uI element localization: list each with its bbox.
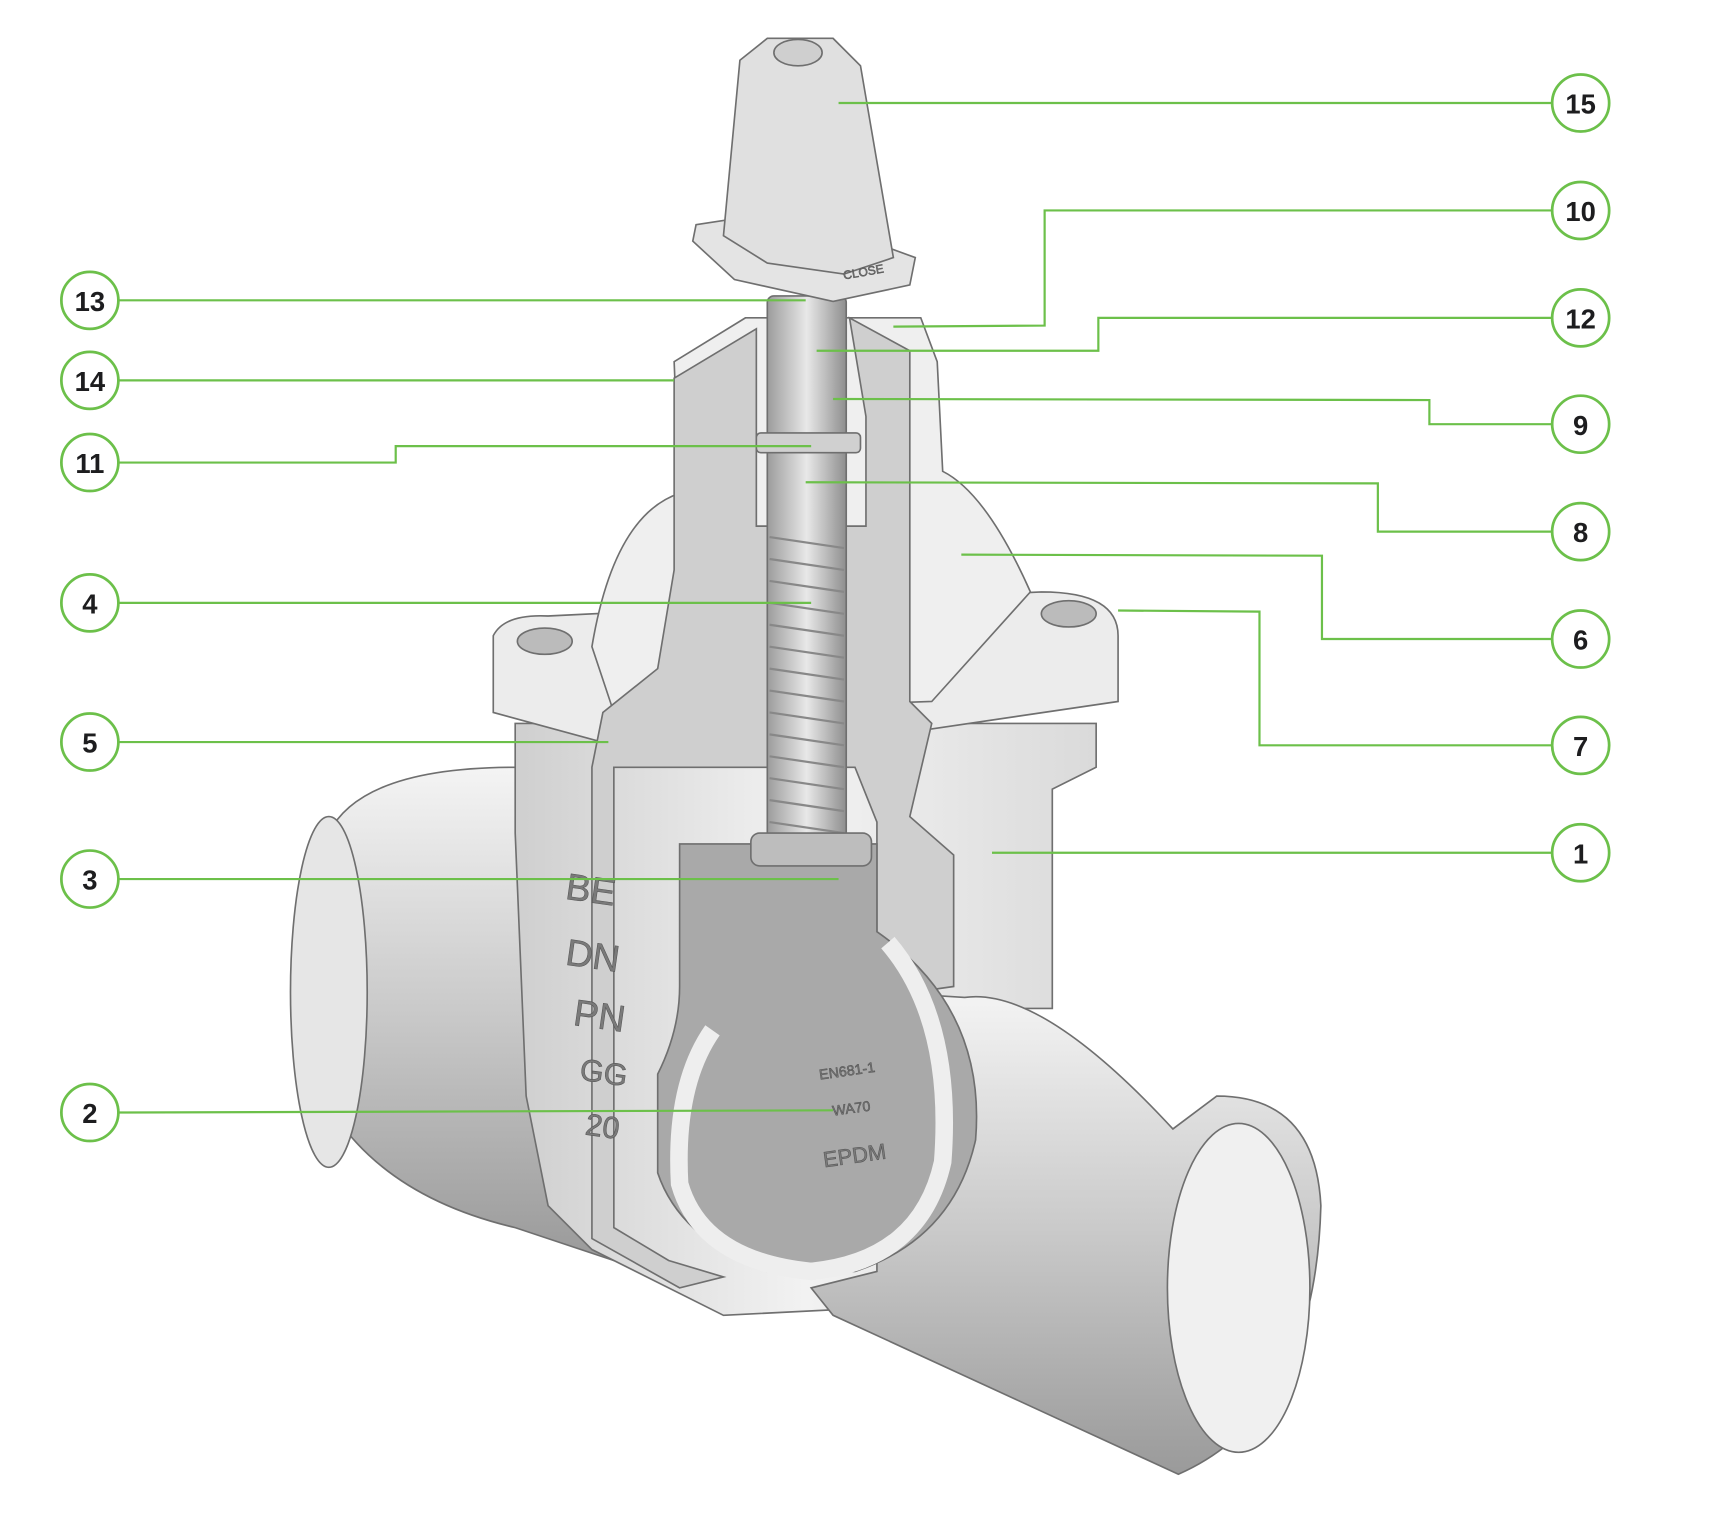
svg-text:9: 9 xyxy=(1573,410,1588,441)
operating-cap xyxy=(722,37,895,275)
callout-9: 9 xyxy=(1550,394,1611,455)
leader-2 xyxy=(118,1109,834,1114)
body-emboss-1: BE xyxy=(563,865,618,914)
callout-8: 8 xyxy=(1550,501,1611,562)
leader-6 xyxy=(961,553,1553,641)
callout-2: 2 xyxy=(60,1082,120,1143)
svg-text:11: 11 xyxy=(75,448,104,479)
callout-5: 5 xyxy=(60,712,120,772)
callout-4: 4 xyxy=(60,572,120,633)
svg-text:6: 6 xyxy=(1573,625,1588,656)
body-emboss-5: 20 xyxy=(583,1107,622,1146)
svg-text:5: 5 xyxy=(82,728,97,759)
callout-7: 7 xyxy=(1550,715,1611,776)
svg-text:14: 14 xyxy=(75,366,106,397)
callout-1: 1 xyxy=(1550,822,1611,883)
wedge-seal xyxy=(670,936,954,1281)
leader-9 xyxy=(833,397,1553,426)
leader-12 xyxy=(816,316,1553,352)
svg-text:1: 1 xyxy=(1573,838,1588,869)
leader-lines xyxy=(118,101,1553,1114)
callout-11: 11 xyxy=(60,432,120,493)
cap-top-socket xyxy=(773,38,823,67)
callout-13: 13 xyxy=(60,270,120,331)
svg-text:7: 7 xyxy=(1573,731,1588,762)
svg-text:13: 13 xyxy=(75,286,105,317)
svg-text:8: 8 xyxy=(1573,517,1588,548)
stem-nut xyxy=(750,832,873,867)
stem-thread xyxy=(769,535,845,835)
svg-text:3: 3 xyxy=(82,865,97,896)
callout-3: 3 xyxy=(60,849,120,909)
svg-text:12: 12 xyxy=(1565,303,1595,334)
callout-14: 14 xyxy=(60,350,120,411)
callout-6: 6 xyxy=(1550,609,1611,669)
right-pipe-bore xyxy=(1166,1122,1311,1454)
callout-12: 12 xyxy=(1550,287,1611,348)
thrust-collar xyxy=(755,432,862,454)
svg-text:15: 15 xyxy=(1565,89,1595,120)
stem xyxy=(766,295,848,856)
leader-11 xyxy=(118,445,812,464)
valve-illustration: CLOSE BE DN PN GG 20 EN681-1 WA70 EPDM xyxy=(289,37,1322,1476)
svg-text:2: 2 xyxy=(82,1098,97,1129)
callout-15: 15 xyxy=(1550,73,1611,133)
body-emboss-4: GG xyxy=(578,1052,630,1093)
bolt-hole-left xyxy=(516,627,574,656)
callout-10: 10 xyxy=(1550,180,1611,241)
svg-text:10: 10 xyxy=(1565,196,1595,227)
svg-text:4: 4 xyxy=(82,588,98,619)
body-emboss-2: DN xyxy=(563,931,622,980)
wedge-emboss-2: WA70 xyxy=(831,1099,871,1120)
leader-8 xyxy=(805,481,1553,533)
leader-10 xyxy=(893,209,1553,328)
left-pipe-end xyxy=(289,815,369,1169)
body-emboss-3: PN xyxy=(571,991,628,1040)
bolt-hole-right xyxy=(1040,599,1097,628)
leader-7 xyxy=(1118,609,1553,747)
